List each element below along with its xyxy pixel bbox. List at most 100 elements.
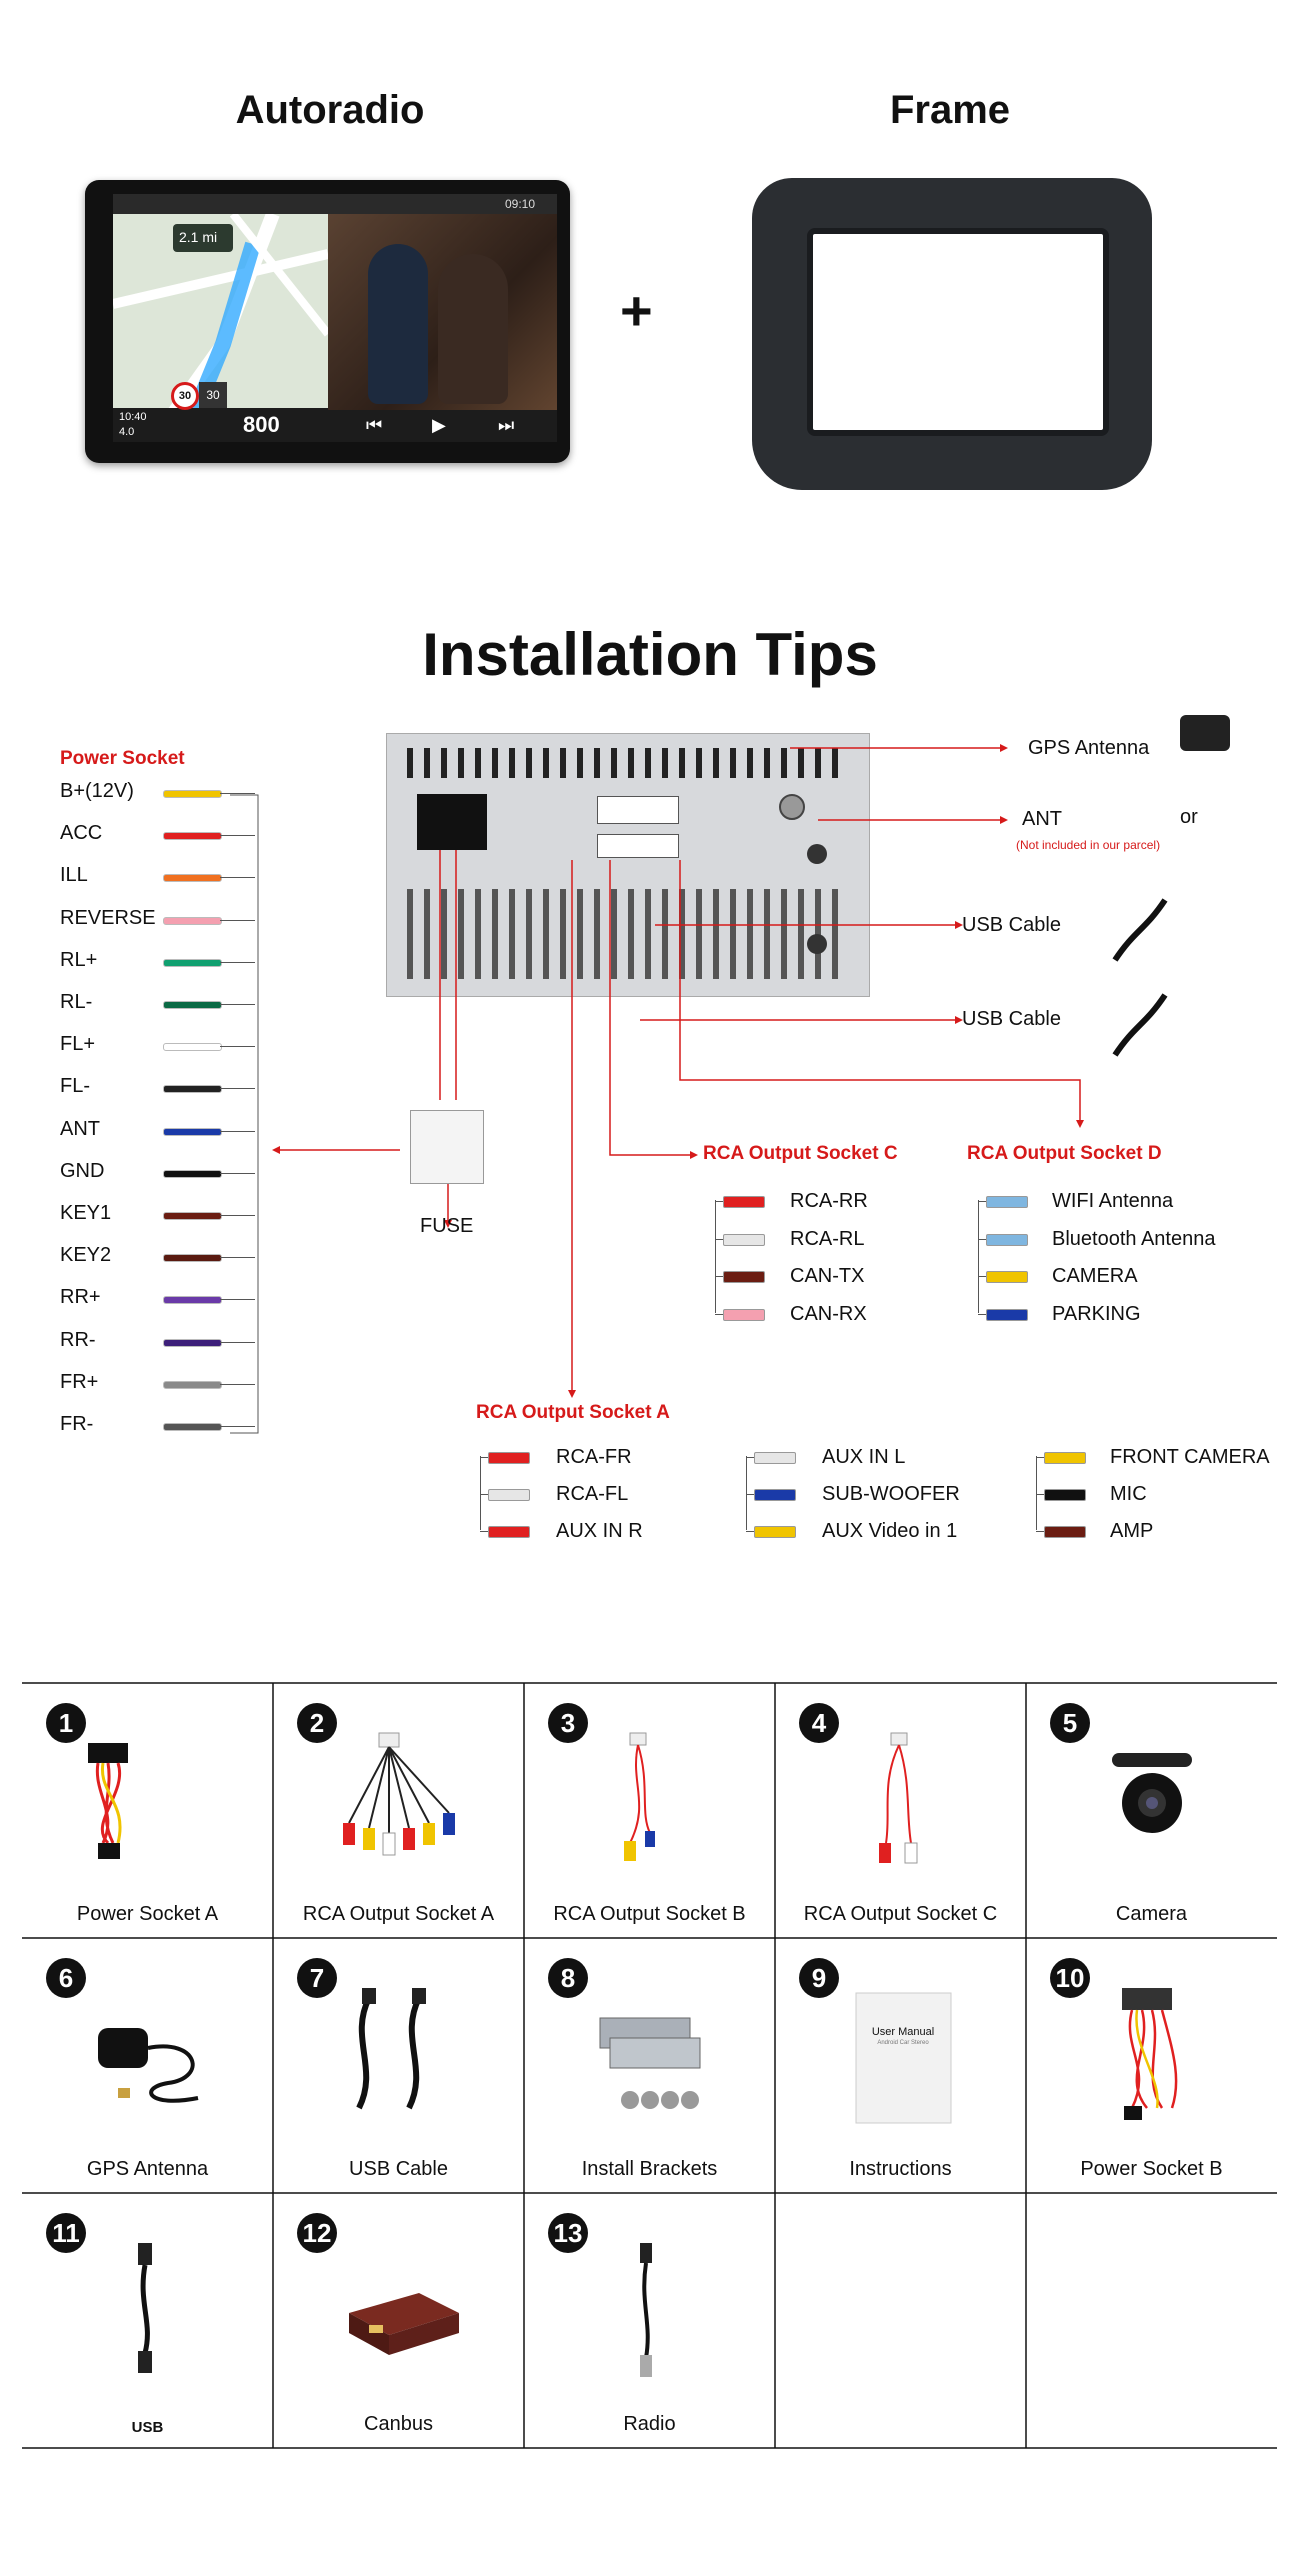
rca-label: PARKING — [1052, 1302, 1141, 1325]
rca-plug-icon — [488, 1452, 530, 1464]
rca-d-title: RCA Output Socket D — [967, 1143, 1162, 1164]
wire-lead — [220, 1172, 255, 1174]
item-number-badge: 10 — [1050, 1958, 1090, 1998]
heatsink-fins — [407, 748, 838, 979]
item-number-badge: 1 — [46, 1703, 86, 1743]
fin-bottom — [577, 889, 583, 979]
fin-top — [526, 748, 532, 778]
fin-bottom — [526, 889, 532, 979]
wire-lead — [220, 1004, 255, 1005]
accessory-label: GPS Antenna — [86, 2158, 209, 2180]
power-wire-row: ILL — [60, 864, 260, 890]
canbus-box-icon — [348, 2293, 459, 2355]
wire-lead — [220, 877, 255, 879]
rca-label: SUB-WOOFER — [822, 1483, 960, 1505]
video-person-2 — [438, 254, 508, 404]
power-wire-label: ACC — [60, 822, 103, 845]
rca-lead — [1036, 1531, 1044, 1532]
nav-footer: 10:40 4.0 800 — [113, 408, 328, 442]
media-controls: ⏮ ▶ ⏭ — [328, 410, 557, 442]
wire-swatch — [163, 1423, 222, 1431]
power-wire-label: RR- — [60, 1328, 96, 1351]
wire-swatch — [163, 1338, 222, 1347]
wire-lead — [220, 793, 255, 794]
bracket-icon — [599, 2017, 700, 2109]
gps-antenna-label: GPS Antenna — [1028, 737, 1150, 759]
rca-plug-icon — [723, 1233, 765, 1246]
rca-bracket — [480, 1456, 481, 1530]
item-number-badge: 12 — [297, 2213, 337, 2253]
usb-cable-label-2: USB Cable — [962, 1008, 1061, 1030]
wire-swatch — [163, 1085, 222, 1094]
fin-bottom — [798, 889, 804, 979]
fin-bottom — [781, 889, 787, 979]
wire-lead — [220, 961, 255, 963]
accessory-label: USB Cable — [349, 2158, 448, 2180]
rca-plug-icon — [986, 1196, 1028, 1208]
fin-top — [679, 748, 685, 778]
rca-plug-icon — [1044, 1489, 1086, 1501]
fin-bottom — [441, 889, 447, 979]
wire-lead — [220, 919, 255, 921]
manual-subtitle: Android Car Stereo — [877, 2040, 929, 2046]
rca-label: RCA-RL — [790, 1227, 865, 1250]
prev-icon[interactable]: ⏮ — [366, 415, 383, 435]
frame-title: Frame — [889, 88, 1011, 132]
power-wire-label: RL+ — [60, 948, 98, 971]
wire-swatch — [163, 1001, 222, 1009]
next-icon[interactable]: ⏭ — [498, 415, 515, 435]
wire-swatch — [163, 1169, 222, 1178]
rca-lead — [746, 1494, 754, 1495]
power-wire-label: KEY1 — [60, 1202, 112, 1224]
fin-bottom — [492, 889, 498, 979]
wire-swatch — [163, 916, 222, 925]
accessory-label: Canbus — [364, 2413, 433, 2435]
rca-label: WIFI Antenna — [1052, 1190, 1174, 1212]
fin-top — [747, 748, 753, 778]
wire-swatch — [163, 1043, 222, 1052]
ant-port — [807, 844, 827, 864]
power-wire-row: ACC — [60, 822, 260, 848]
play-icon[interactable]: ▶ — [432, 415, 446, 435]
rca-label: CAN-RX — [790, 1302, 867, 1325]
fin-bottom — [628, 889, 634, 979]
rca-label: AUX IN R — [556, 1520, 643, 1542]
fin-bottom — [832, 889, 838, 979]
power-connector — [417, 794, 487, 850]
wire-swatch — [163, 1254, 222, 1263]
power-wire-label: FL+ — [60, 1033, 96, 1056]
fin-top — [594, 748, 600, 778]
installation-title: Installation Tips — [422, 621, 878, 688]
connection-lines — [230, 744, 1084, 1434]
power-wire-label: B+(12V) — [60, 780, 134, 802]
fin-bottom — [594, 889, 600, 979]
wire-lead — [220, 1383, 255, 1385]
accessory-label: RCA Output Socket C — [803, 1903, 998, 1925]
item-number-badge: 2 — [297, 1703, 337, 1743]
rca-a-title: RCA Output Socket A — [476, 1402, 670, 1423]
power-wire-row: RR- — [60, 1329, 260, 1355]
fin-top — [611, 748, 617, 778]
frame-image — [752, 178, 1152, 490]
accessory-label: Power Socket B — [1080, 2158, 1223, 2180]
power-wire-label: FL- — [60, 1075, 90, 1098]
fin-bottom — [645, 889, 651, 979]
rca-plug-icon — [754, 1452, 796, 1464]
rca-lead — [715, 1201, 723, 1202]
usb-adapter-icon — [137, 2243, 152, 2373]
autoradio-device: 09:10 2.1 mi 10:40 4.0 800 30 30 ⏮ ▶ ⏭ — [85, 180, 570, 463]
power-wire-label: REVERSE — [60, 906, 156, 929]
fin-top — [815, 748, 821, 778]
rca-label: RCA-FR — [556, 1446, 632, 1468]
rca-label: RCA-RR — [790, 1190, 868, 1212]
rca-plug-icon — [986, 1271, 1028, 1283]
usb-cable-icon — [355, 1988, 426, 2110]
fin-bottom — [424, 889, 430, 979]
accessory-label: RCA Output Socket B — [553, 1903, 746, 1925]
fin-top — [696, 748, 702, 778]
fin-top — [543, 748, 549, 778]
